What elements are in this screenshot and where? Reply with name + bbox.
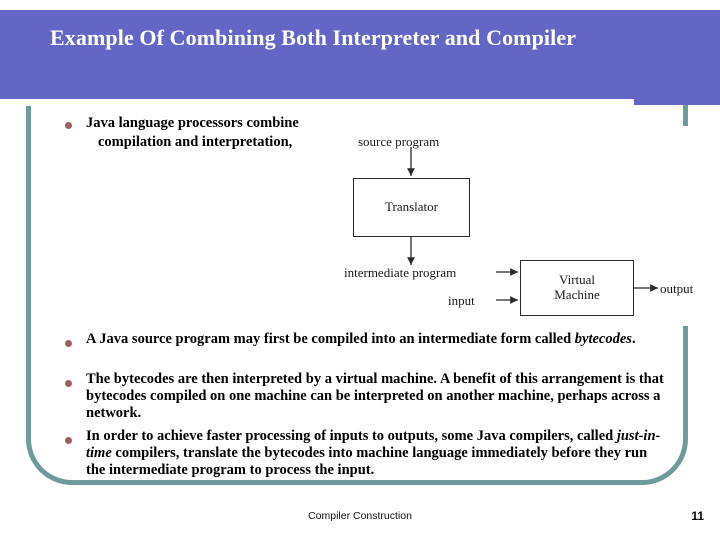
diagram-node-virtual-machine-label-1: Virtual [558,272,596,288]
diagram-label-intermediate-program: intermediate program [344,265,457,280]
intro-bullet-line-2: compilation and interpretation, [98,134,293,150]
list-item: In order to achieve faster processing of… [86,428,666,479]
bullet-text: In order to achieve faster processing of… [86,428,617,444]
title-underline-rule [0,99,634,106]
diagram-node-translator: Translator [353,178,470,237]
bullet-text: The bytecodes are then interpreted by a … [86,371,664,421]
bullet-marker [65,437,72,444]
page-title: Example Of Combining Both Interpreter an… [50,25,577,50]
bullet-text: A Java source program may first be compi… [86,331,575,347]
diagram-node-virtual-machine-label-2: Machine [554,287,600,302]
bullet-text-tail: . [631,331,636,347]
bullet-text-tail: compilers, translate the bytecodes into … [86,445,648,478]
diagram-node-virtual-machine: Virtual Machine [520,260,634,316]
list-item: The bytecodes are then interpreted by a … [86,371,664,422]
diagram-connectors [407,147,658,304]
bullet-emphasis: just-in-time [86,428,661,461]
footer-text: Compiler Construction [308,510,412,522]
diagram-node-translator-label: Translator [385,199,438,215]
flow-diagram: source program Translator intermediate p… [338,126,720,326]
intro-bullet-text: Java language processors combine compila… [86,114,336,152]
intro-bullet-line-1: Java language processors combine [86,115,299,131]
list-item: A Java source program may first be compi… [86,331,658,348]
bullet-marker [65,122,72,129]
page-number: 11 [691,509,704,523]
bullet-emphasis: bytecodes [574,331,632,347]
diagram-label-output: output [660,281,694,296]
bullet-marker [65,340,72,347]
bullet-marker [65,380,72,387]
diagram-label-input: input [448,293,475,308]
title-band [0,10,720,106]
diagram-label-source-program: source program [358,134,440,149]
